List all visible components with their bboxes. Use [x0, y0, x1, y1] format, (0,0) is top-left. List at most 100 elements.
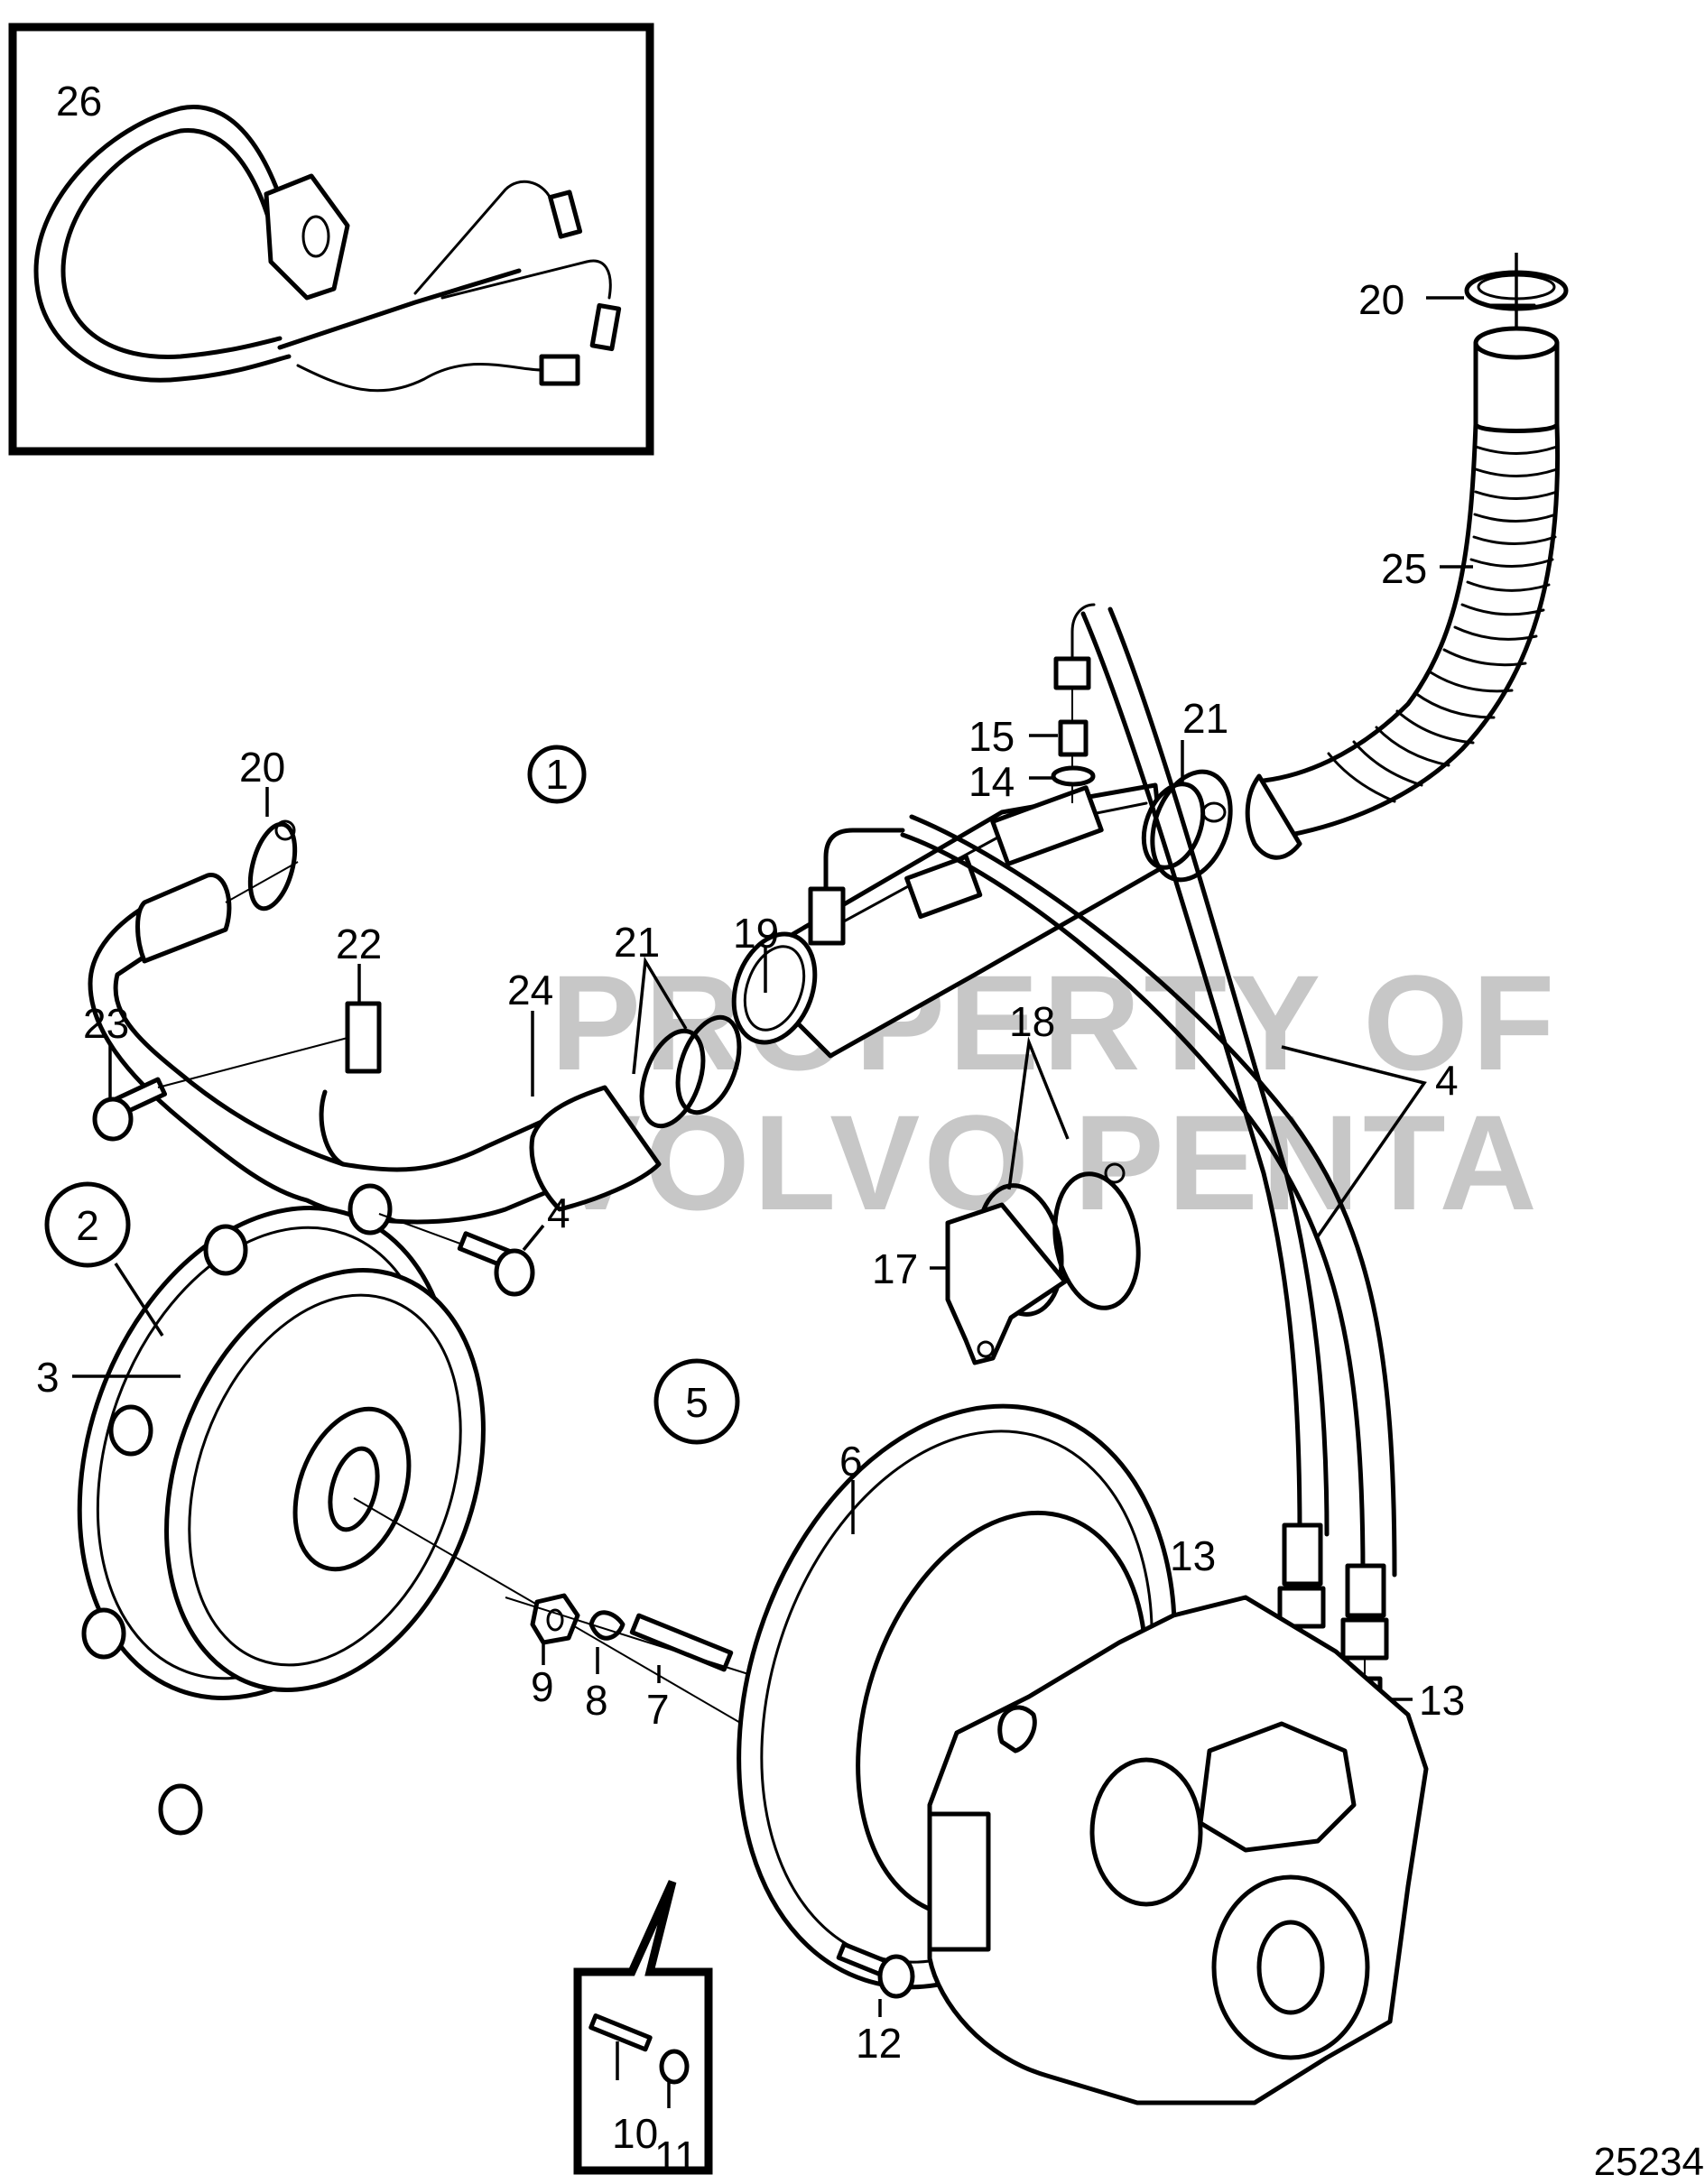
- bracket-17-hole: [977, 1340, 995, 1358]
- callout-17: 17: [872, 1245, 918, 1292]
- hose-24-end: [135, 873, 232, 964]
- stud-7-shape: [629, 1613, 734, 1672]
- coupling-lug-3: [108, 1404, 153, 1457]
- hose-16b-nut: [1340, 1617, 1389, 1661]
- callout-6: 6: [839, 1438, 863, 1485]
- harness-loop-inner: [60, 127, 283, 359]
- callout-16: 4: [1435, 1057, 1459, 1104]
- part-nut-9: 9: [530, 1593, 580, 1710]
- figure-number: 25234: [1594, 2140, 1704, 2184]
- callout-22: 22: [336, 921, 382, 967]
- callout-20b: 20: [239, 744, 285, 791]
- coupling-lug-4: [81, 1607, 126, 1660]
- coupling-lug-1: [347, 1183, 393, 1235]
- bracket-17-plate: [945, 1202, 1068, 1365]
- leader-16: [1281, 1045, 1427, 1237]
- ref-circle-2-ring: [44, 1181, 131, 1268]
- inset-stud-nut-frame: [573, 1880, 713, 2175]
- coupling-lug-5: [158, 1783, 203, 1836]
- washer-14-shape: [1051, 765, 1096, 787]
- bracket-22-plate: [345, 1001, 382, 1074]
- callout-13a: 13: [1170, 1532, 1216, 1579]
- hose-24-edge-inner: [113, 922, 580, 1172]
- inset-wiring-harness: 26: [8, 23, 654, 456]
- nipple-15-shape: [1058, 719, 1089, 757]
- harness-trunk: [277, 268, 522, 350]
- harness-loop-outer: [33, 105, 301, 383]
- part-flexible-coupling-3: 3: [36, 1183, 782, 1836]
- nut-9-bore: [546, 1608, 564, 1632]
- harness-connector-block: [264, 173, 350, 301]
- callout-3: 3: [36, 1354, 60, 1401]
- nut-9-shape: [530, 1593, 580, 1645]
- clamp-18-screw: [1104, 1162, 1126, 1184]
- callout-19: 19: [733, 910, 779, 957]
- oil-hose-16a-edge2: [1107, 606, 1330, 1537]
- callout-18: 18: [1009, 998, 1055, 1045]
- coupling-lug-2: [203, 1224, 248, 1276]
- callout-26: 26: [56, 78, 102, 125]
- oil-cooler-inlet-bore: [743, 945, 806, 1032]
- watermark: PROPERTY OF VOLVO PENTA: [551, 947, 1554, 1238]
- callout-23: 23: [83, 1000, 129, 1047]
- hose-25-opening: [1473, 326, 1560, 360]
- leader-18: [1007, 1036, 1070, 1190]
- part-hose-clamp-21-right: 21: [1150, 695, 1233, 883]
- callout-9: 9: [531, 1663, 554, 1710]
- hose-24-cuff: [529, 1085, 662, 1212]
- callout-13b: 13: [1419, 1677, 1465, 1724]
- dipstick-handle: [997, 1705, 1037, 1754]
- callout-25: 25: [1381, 545, 1427, 592]
- bracket-22-strap: [319, 1089, 346, 1167]
- coupling-hub: [292, 1406, 412, 1572]
- callout-15: 15: [968, 713, 1015, 760]
- leader-4: [522, 1224, 545, 1252]
- ref-circle-2: 2: [44, 1181, 131, 1268]
- output-flange-bore: [1256, 1920, 1325, 2015]
- coupling-disc: [164, 1268, 486, 1692]
- leader-21b: [632, 956, 688, 1075]
- sensor-lead: [823, 828, 905, 892]
- part-stud-7: 7: [505, 1596, 764, 1733]
- part-hose-clamp-20-left: 20: [225, 744, 299, 912]
- callout-8: 8: [585, 1677, 608, 1724]
- gear-cover-plate: [927, 1811, 991, 1952]
- part-flange-screw-4: 4: [378, 1189, 570, 1297]
- part-bracket-22: 22: [319, 921, 382, 1167]
- axis-23: [157, 1037, 348, 1088]
- hose-end-pipe: [1070, 603, 1096, 661]
- hose-end-nut-16a: [1053, 656, 1091, 690]
- ref-circle-1-ring: [527, 745, 587, 804]
- stud-10-shape: [588, 2013, 653, 2052]
- oil-hose-16a-edge1: [1080, 611, 1302, 1537]
- hose-25-edge-right: [1288, 421, 1561, 838]
- ref-label-5: 5: [685, 1379, 709, 1426]
- ref-label-1: 1: [545, 751, 569, 798]
- coupling-disc-ring: [188, 1293, 462, 1667]
- part-washer-8: 8: [585, 1610, 625, 1724]
- oil-hose-16b-edge1: [900, 832, 1366, 1578]
- ref-circle-5-ring: [653, 1358, 740, 1445]
- part-hose-clamp-20-top: 20: [1358, 253, 1569, 356]
- clamp-21-mid-ring-2: [675, 1014, 742, 1115]
- branch-plug-mid: [589, 302, 622, 352]
- harness-branch-mid: [440, 259, 612, 300]
- nut-11-shape: [659, 2049, 690, 2085]
- inset-stud-nut: 10 11: [573, 1880, 713, 2179]
- part-reverse-gear: [927, 1595, 1429, 2105]
- gear-control-valve: [1198, 1721, 1357, 1853]
- hose-25-end-cuff: [1245, 773, 1302, 860]
- screw-4-head: [494, 1248, 535, 1297]
- part-oil-cooler-19: 19: [731, 782, 1206, 1059]
- callout-11: 11: [654, 2133, 698, 2179]
- branch-plug-lower: [539, 354, 580, 386]
- clamp-21-mid-ring-1: [639, 1028, 706, 1129]
- part-bracket-17: 17: [872, 1202, 1068, 1365]
- oil-hose-16b-edge2: [909, 814, 1397, 1578]
- part-hose-clamps-18: 18: [976, 998, 1141, 1317]
- connector-hole: [301, 215, 330, 258]
- gear-side-port: [1089, 1757, 1203, 1907]
- clamp-21-right-screw: [1201, 801, 1227, 823]
- part-flange-screw-12: 12: [836, 1941, 915, 2067]
- part-flange-screw-23: 23: [83, 1000, 348, 1142]
